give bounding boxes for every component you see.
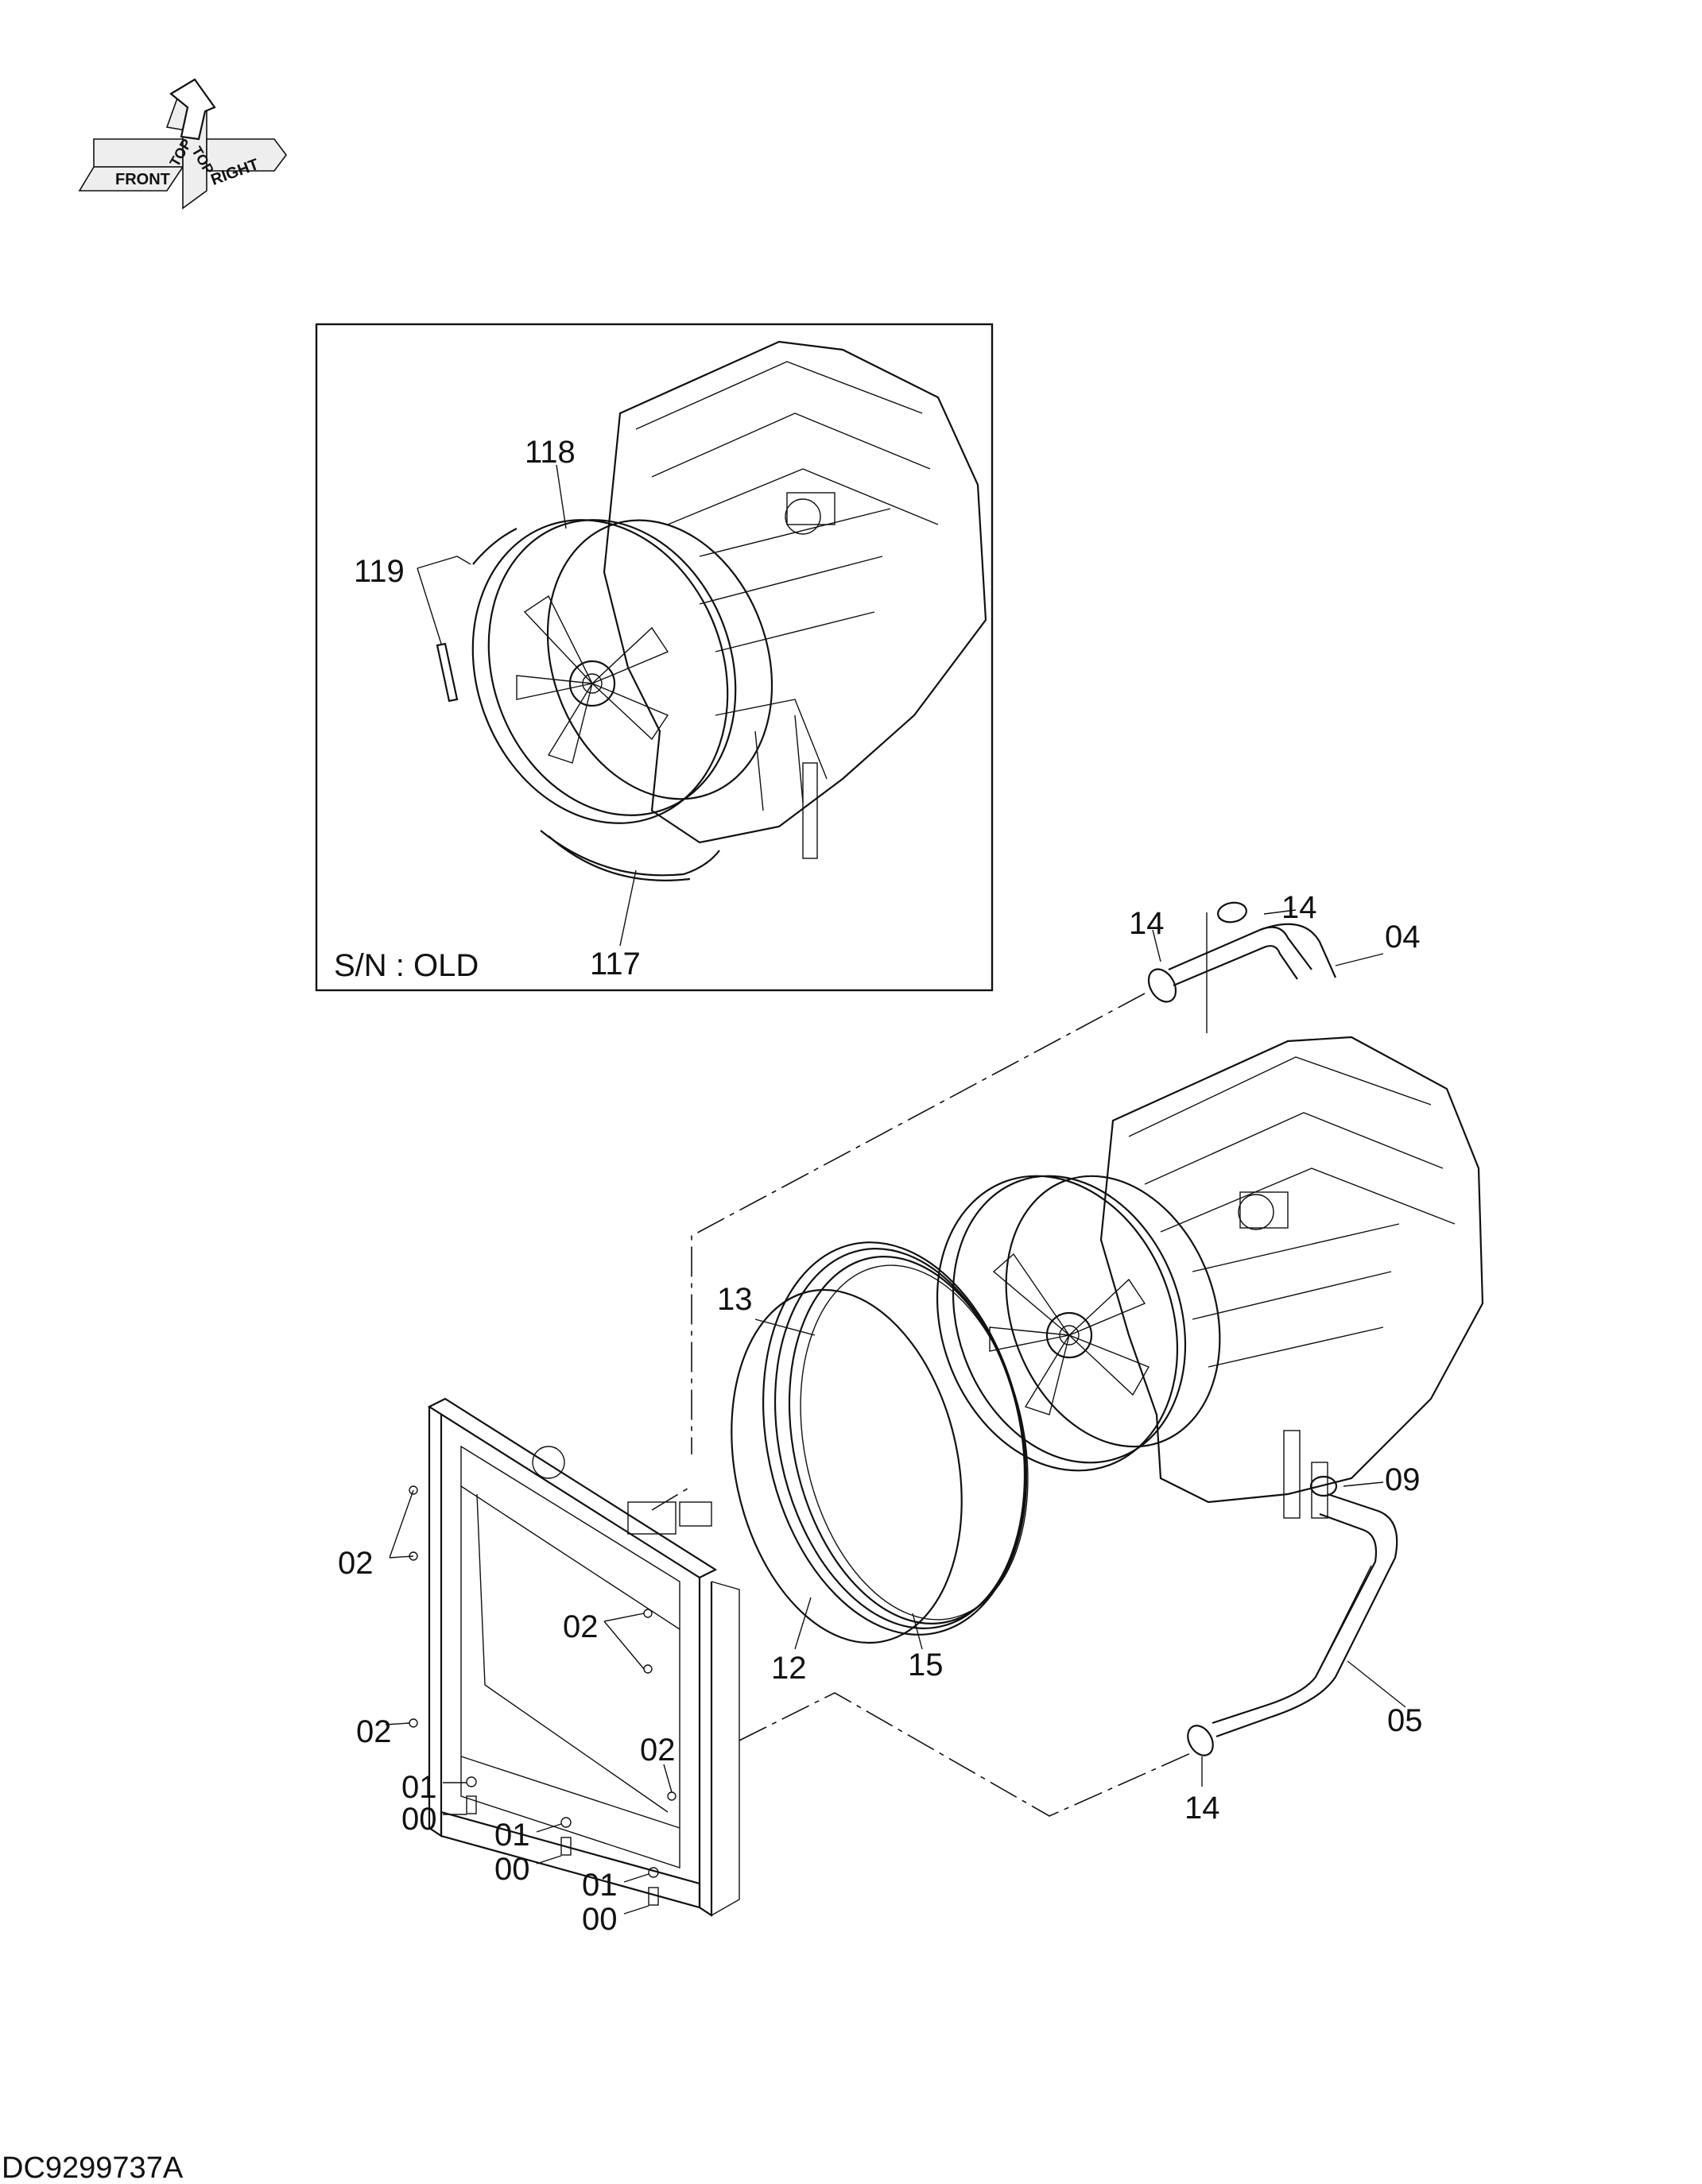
inset-label-117: 117 (590, 947, 641, 982)
inset-frame (315, 323, 994, 992)
inset-label-119: 119 (354, 554, 405, 589)
inset-label-118: 118 (525, 435, 576, 470)
inset-caption: S/N : OLD (334, 948, 479, 983)
connection-lines (651, 993, 1193, 1817)
main-engine-illustration (936, 1036, 1484, 1519)
orientation-indicator: FRONT TOP TOP RIGHT (78, 78, 287, 210)
label-15: 15 (908, 1648, 944, 1683)
label-00-a: 00 (401, 1802, 437, 1837)
lower-hose-assembly (1187, 1475, 1406, 1787)
drawing-number: DC9299737A (2, 2151, 184, 2184)
fan-shroud-rings (731, 1241, 1029, 1650)
label-14-upper-right: 14 (1281, 890, 1317, 925)
label-01-a: 01 (401, 1770, 437, 1805)
label-14-lower: 14 (1184, 1791, 1220, 1826)
label-00-c: 00 (582, 1902, 618, 1937)
radiator-assembly (385, 1397, 740, 1918)
label-02-middle: 02 (563, 1609, 599, 1644)
label-12: 12 (771, 1651, 807, 1686)
label-01-b: 01 (494, 1818, 530, 1853)
label-02-upper: 02 (338, 1546, 374, 1581)
orientation-front-label: FRONT (115, 171, 170, 188)
label-05: 05 (1387, 1703, 1423, 1738)
label-00-b: 00 (494, 1852, 530, 1887)
label-02-lower-right: 02 (640, 1733, 676, 1768)
upper-hose-assembly (1147, 901, 1384, 1033)
label-14-upper-left: 14 (1129, 906, 1165, 941)
inset-engine-illustration (436, 340, 987, 881)
label-02-lower-left: 02 (356, 1714, 392, 1749)
label-09: 09 (1385, 1462, 1421, 1497)
inset-old-serial: 118 119 117 S/N : OLD (315, 323, 994, 992)
label-01-c: 01 (582, 1868, 618, 1903)
label-04: 04 (1385, 920, 1421, 955)
label-13: 13 (717, 1282, 753, 1317)
